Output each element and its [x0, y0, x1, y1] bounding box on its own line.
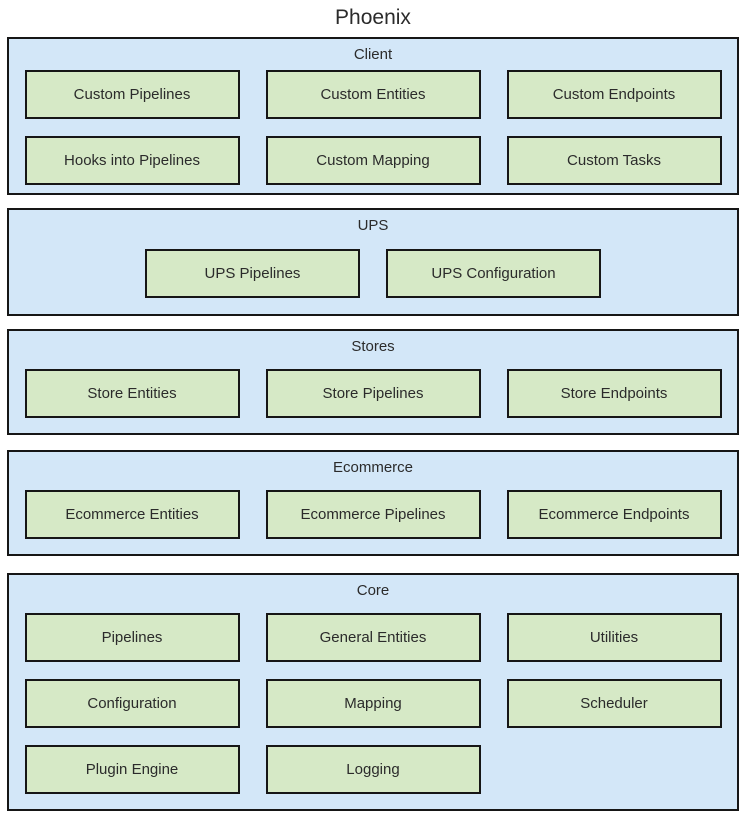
module-ecommerce-pipelines: Ecommerce Pipelines: [265, 489, 481, 539]
module-store-entities: Store Entities: [24, 368, 240, 418]
module-pipelines: Pipelines: [24, 612, 240, 662]
client-row-1: Custom Pipelines Custom Entities Custom …: [9, 69, 737, 119]
module-custom-endpoints: Custom Endpoints: [506, 69, 722, 119]
client-row-2: Hooks into Pipelines Custom Mapping Cust…: [9, 135, 737, 185]
module-ecommerce-endpoints: Ecommerce Endpoints: [506, 489, 722, 539]
ecommerce-row-1: Ecommerce Entities Ecommerce Pipelines E…: [9, 489, 737, 539]
section-ecommerce-label: Ecommerce: [332, 459, 414, 476]
module-plugin-engine: Plugin Engine: [24, 744, 240, 794]
section-client-label: Client: [353, 46, 393, 63]
module-ups-configuration: UPS Configuration: [386, 248, 601, 298]
section-ecommerce-rows: Ecommerce Entities Ecommerce Pipelines E…: [9, 478, 737, 554]
section-core-rows: Pipelines General Entities Utilities Con…: [9, 601, 737, 809]
section-client-rows: Custom Pipelines Custom Entities Custom …: [9, 65, 737, 193]
section-ups-label: UPS: [357, 217, 389, 234]
module-logging: Logging: [265, 744, 481, 794]
ups-row-1: UPS Pipelines UPS Configuration: [9, 248, 737, 298]
module-ecommerce-entities: Ecommerce Entities: [24, 489, 240, 539]
stores-row-1: Store Entities Store Pipelines Store End…: [9, 368, 737, 418]
core-row-2: Configuration Mapping Scheduler: [9, 678, 737, 728]
section-ups-rows: UPS Pipelines UPS Configuration: [9, 236, 737, 314]
module-store-endpoints: Store Endpoints: [506, 368, 722, 418]
section-core: Core Pipelines General Entities Utilitie…: [7, 573, 739, 811]
module-custom-mapping: Custom Mapping: [265, 135, 481, 185]
module-store-pipelines: Store Pipelines: [265, 368, 481, 418]
core-row-3: Plugin Engine Logging: [9, 744, 737, 794]
module-ups-pipelines: UPS Pipelines: [145, 248, 360, 298]
module-utilities: Utilities: [506, 612, 722, 662]
module-custom-tasks: Custom Tasks: [506, 135, 722, 185]
section-stores-rows: Store Entities Store Pipelines Store End…: [9, 357, 737, 433]
diagram-title: Phoenix: [335, 6, 411, 29]
module-mapping: Mapping: [265, 678, 481, 728]
module-custom-pipelines: Custom Pipelines: [24, 69, 240, 119]
core-row-1: Pipelines General Entities Utilities: [9, 612, 737, 662]
module-custom-entities: Custom Entities: [265, 69, 481, 119]
section-ups: UPS UPS Pipelines UPS Configuration: [7, 208, 739, 316]
section-client: Client Custom Pipelines Custom Entities …: [7, 37, 739, 195]
section-ecommerce: Ecommerce Ecommerce Entities Ecommerce P…: [7, 450, 739, 556]
module-general-entities: General Entities: [265, 612, 481, 662]
section-core-label: Core: [356, 582, 390, 599]
module-hooks-into-pipelines: Hooks into Pipelines: [24, 135, 240, 185]
module-scheduler: Scheduler: [506, 678, 722, 728]
section-stores-label: Stores: [351, 338, 395, 355]
section-stores: Stores Store Entities Store Pipelines St…: [7, 329, 739, 435]
module-configuration: Configuration: [24, 678, 240, 728]
